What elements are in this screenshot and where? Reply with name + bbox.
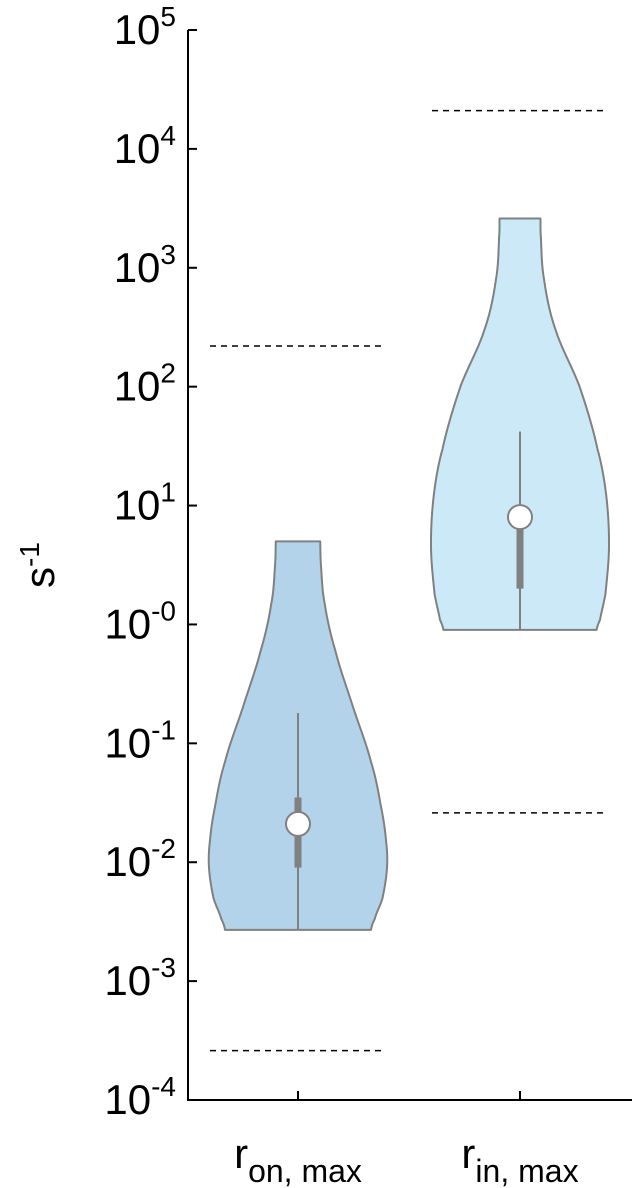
violin-group xyxy=(207,540,389,931)
y-tick-exponent: 1 xyxy=(160,477,176,508)
violin-median-marker xyxy=(285,810,311,837)
y-tick-label: 104 xyxy=(114,120,176,172)
y-axis-label: s-1 xyxy=(14,542,64,588)
violins xyxy=(207,217,611,931)
y-tick-label: 103 xyxy=(114,239,176,291)
y-tick-label: 10-3 xyxy=(104,952,176,1004)
y-tick-exponent: 4 xyxy=(160,120,176,151)
y-tick-exponent: -1 xyxy=(151,714,176,745)
y-tick-label: 101 xyxy=(114,477,176,529)
axes xyxy=(187,30,632,1101)
violin-body xyxy=(429,217,611,631)
y-tick-base: 10 xyxy=(104,957,151,1004)
y-tick-exponent: 2 xyxy=(160,358,176,389)
y-tick-label: 10-0 xyxy=(104,595,176,647)
y-tick-base: 10 xyxy=(104,1076,151,1123)
y-tick-exponent: -4 xyxy=(151,1071,176,1102)
y-tick-label: 10-4 xyxy=(104,1071,176,1123)
x-tick-label: ron, max xyxy=(234,1130,362,1188)
y-tick-exponent: -0 xyxy=(151,595,176,626)
y-tick-base: 10 xyxy=(114,244,161,291)
x-tick-base: r xyxy=(461,1130,475,1177)
y-tick-exponent: -3 xyxy=(151,952,176,983)
y-axis-label-sup: -1 xyxy=(14,542,45,567)
y-tick-label: 102 xyxy=(114,358,176,410)
y-tick-base: 10 xyxy=(114,6,161,53)
x-tick-label: rin, max xyxy=(461,1130,578,1188)
y-tick-base: 10 xyxy=(114,363,161,410)
y-tick-base: 10 xyxy=(104,719,151,766)
y-tick-label: 10-2 xyxy=(104,833,176,885)
x-tick-base: r xyxy=(234,1130,248,1177)
y-tick-exponent: 5 xyxy=(160,1,176,32)
y-axis-label-base: s xyxy=(16,567,63,588)
violin-median-marker xyxy=(507,504,533,531)
x-tick-subscript: in, max xyxy=(475,1153,578,1188)
y-tick-base: 10 xyxy=(114,125,161,172)
y-tick-exponent: 3 xyxy=(160,239,176,270)
y-tick-base: 10 xyxy=(104,838,151,885)
x-tick-subscript: on, max xyxy=(248,1153,362,1188)
y-tick-base: 10 xyxy=(114,482,161,529)
violin-group xyxy=(429,217,611,631)
y-tick-base: 10 xyxy=(104,600,151,647)
y-tick-label: 10-1 xyxy=(104,714,176,766)
y-tick-label: 105 xyxy=(114,1,176,53)
y-tick-exponent: -2 xyxy=(151,833,176,864)
bound-lines xyxy=(210,109,608,1052)
